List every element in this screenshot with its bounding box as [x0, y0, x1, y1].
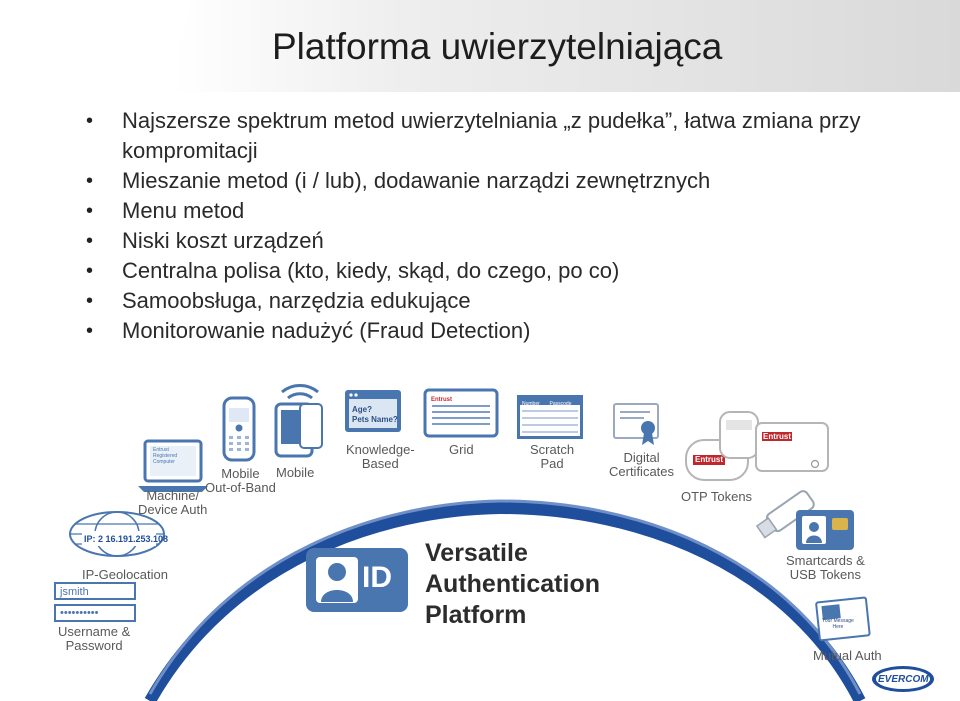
otp-brand-text: Entrust	[763, 432, 791, 441]
knowledge-window-icon	[345, 390, 401, 432]
machine-screen-text: Entrust Registered Computer	[153, 447, 178, 465]
label-mobile-out-of-band: Mobile Out-of-Band	[205, 466, 276, 495]
ip-address-text: IP: 2 16.191.253.108	[84, 534, 169, 544]
bullet-item: Niski koszt urządzeń	[86, 226, 906, 256]
label-otp-tokens: OTP Tokens	[681, 489, 753, 504]
bullet-item: Monitorowanie nadużyć (Fraud Detection)	[86, 316, 906, 346]
label-scratch-pad: Scratch Pad	[530, 442, 575, 471]
smartcard-icon	[796, 510, 854, 550]
center-title: Versatile Authentication Platform	[425, 539, 600, 629]
scratch-headers: Number Passcode	[522, 401, 572, 407]
bullet-item: Centralna polisa (kto, kiedy, skąd, do c…	[86, 256, 906, 286]
platform-arc-highlight	[148, 499, 862, 695]
password-field-text: ••••••••••	[60, 607, 99, 619]
label-grid: Grid	[449, 442, 474, 457]
platform-arc	[144, 501, 866, 701]
label-ip-geolocation: IP-Geolocation	[82, 567, 168, 582]
computer-icon	[138, 439, 208, 492]
grid-brand-text: Entrust	[431, 397, 452, 403]
evercom-text: EVERCOM	[878, 674, 929, 685]
mutual-message-text: Your Message Here	[822, 618, 854, 630]
grid-card-icon	[423, 388, 499, 438]
bullet-item: Samoobsługa, narzędzia edukujące	[86, 286, 906, 316]
label-knowledge-based: Knowledge- Based	[346, 442, 415, 471]
scratch-pad-icon	[517, 395, 583, 439]
smartphone-icon	[274, 384, 323, 458]
globe-icon	[69, 511, 165, 557]
label-mutual-auth: Mutual Auth	[813, 648, 882, 663]
label-username-password: Username & Password	[58, 624, 131, 653]
bullet-list: Najszersze spektrum metod uwierzytelnian…	[86, 106, 906, 346]
bullet-item: Menu metod	[86, 196, 906, 226]
credential-fields-icon	[54, 582, 136, 622]
otp-token-icon	[685, 411, 829, 481]
title-band	[0, 0, 960, 92]
kba-question-text: Age? Pets Name?	[352, 405, 398, 424]
label-digital-certificates: Digital Certificates	[609, 450, 675, 479]
id-card-icon	[306, 548, 408, 612]
label-machine-device-auth: Machine/ Device Auth	[138, 488, 208, 517]
page-title: Platforma uwierzytelniająca	[272, 26, 723, 67]
otp-brand-text: Entrust	[695, 455, 723, 464]
label-mobile: Mobile	[276, 465, 315, 480]
phone-icon	[222, 396, 256, 462]
bullet-item: Najszersze spektrum metod uwierzytelnian…	[86, 106, 906, 166]
mutual-auth-icon	[815, 596, 871, 642]
bullet-item: Mieszanie metod (i / lub), dodawanie nar…	[86, 166, 906, 196]
label-smartcards-usb: Smartcards & USB Tokens	[786, 553, 865, 582]
certificate-icon	[613, 403, 659, 445]
evercom-logo	[872, 666, 934, 692]
username-field-text: jsmith	[60, 586, 89, 598]
id-card-text: ID	[362, 561, 392, 594]
